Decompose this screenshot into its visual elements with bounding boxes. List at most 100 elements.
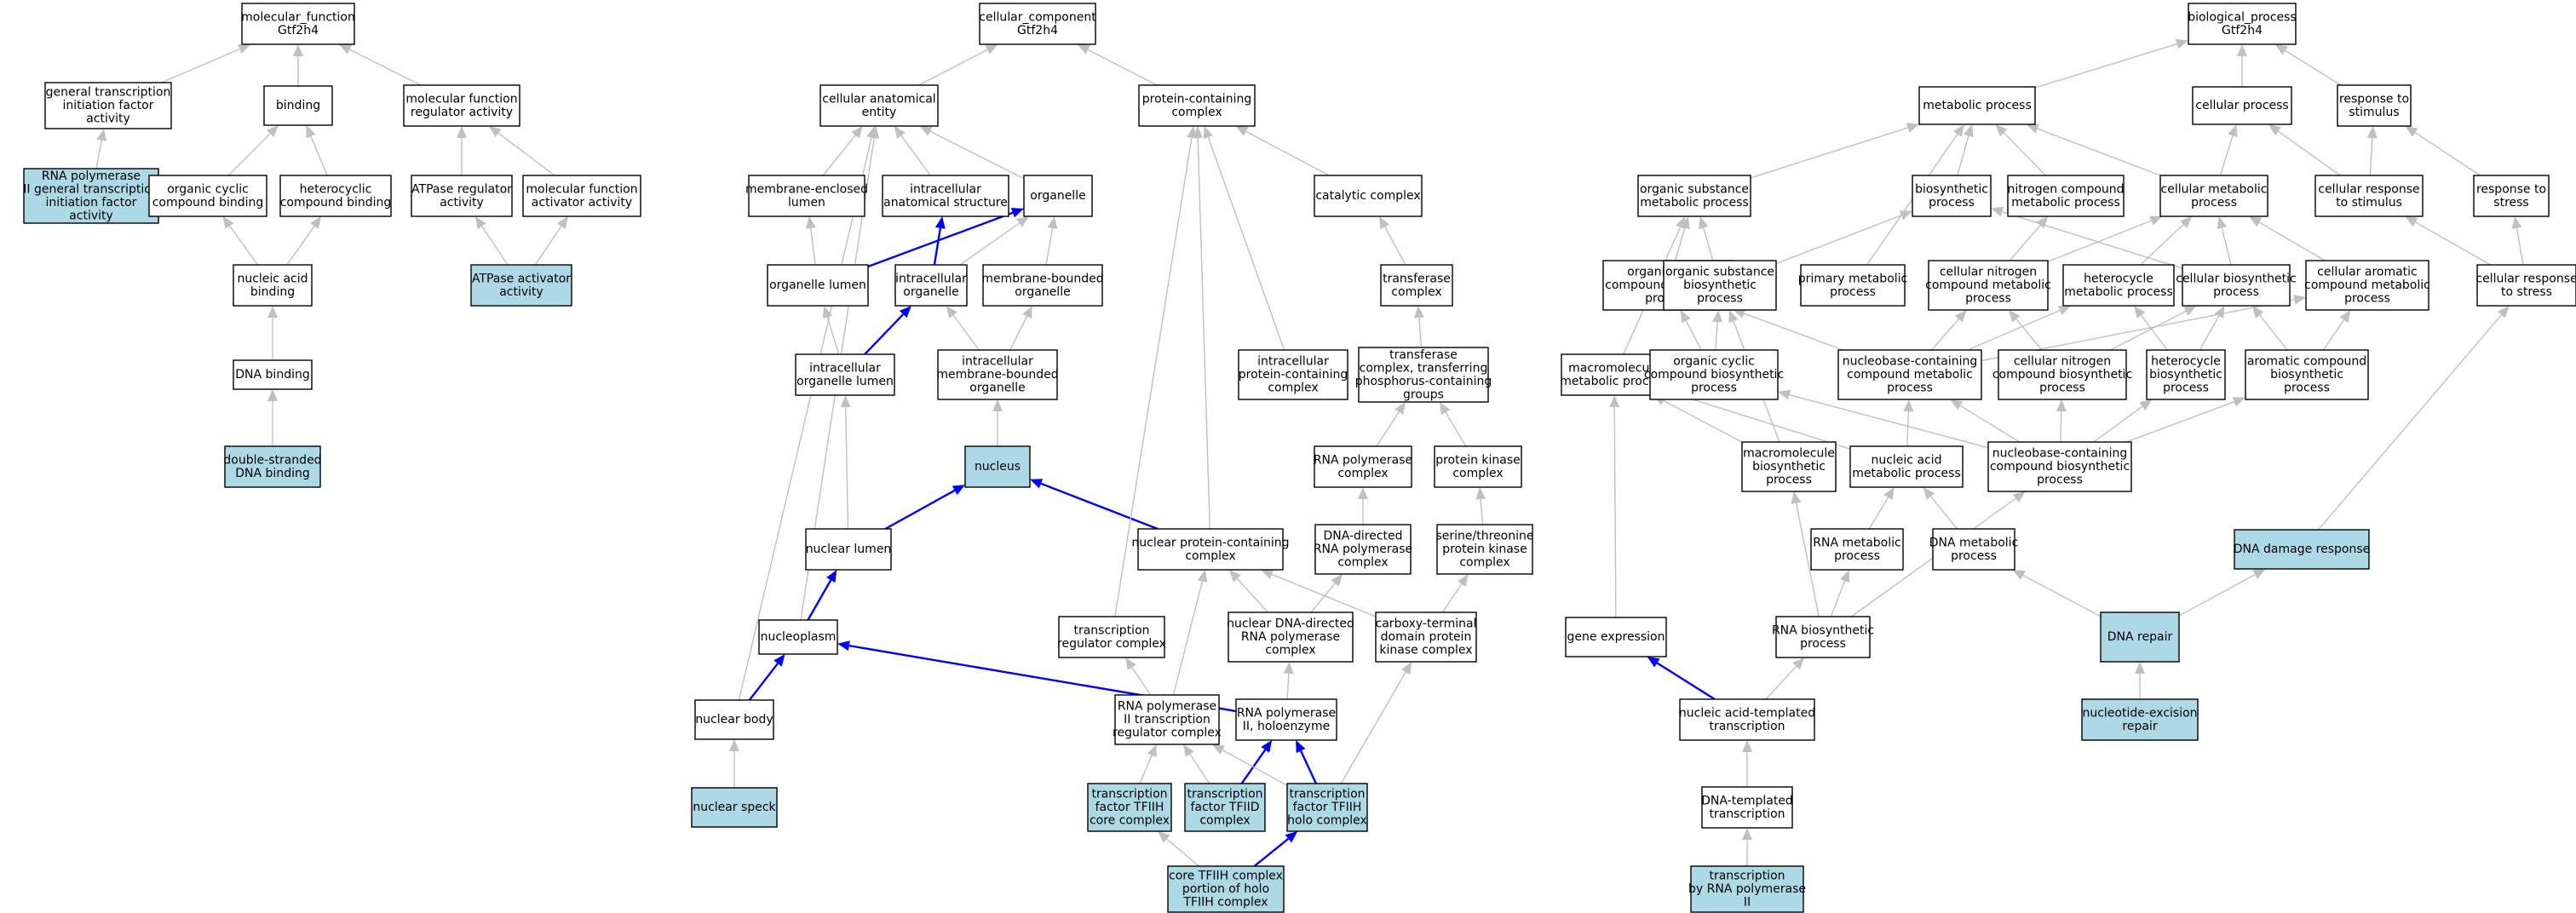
node-cc-npl[interactable]: nucleoplasm (758, 619, 838, 655)
node-bp-dnarep[interactable]: DNA repair (2100, 612, 2180, 663)
edge-line (1929, 496, 1958, 530)
node-cc-nbody[interactable]: nuclear body (694, 699, 774, 740)
node-label-line: Gtf2h4 (1017, 24, 1058, 37)
node-bp-gexp[interactable]: gene expression (1565, 617, 1667, 657)
node-bp-meta[interactable]: metabolic process (1918, 86, 2036, 125)
node-cc-nucleus[interactable]: nucleus (964, 445, 1031, 488)
edge-arrowhead (2183, 306, 2197, 316)
node-mf-dnab[interactable]: DNA binding (233, 359, 313, 390)
edge-cc_iorg-to-cc_org (959, 216, 1029, 266)
edge-line (1286, 673, 1290, 700)
node-cc-org[interactable]: organelle (1023, 175, 1093, 217)
node-bp-cell[interactable]: cellular process (2192, 86, 2292, 125)
node-box (470, 264, 572, 307)
edge-line (481, 226, 509, 266)
node-cc-nspeck[interactable]: nuclear speck (691, 787, 778, 828)
node-cc-orgl[interactable]: organelle lumen (767, 264, 869, 307)
node-cc-catc[interactable]: catalytic complex (1314, 175, 1423, 217)
node-label-line: transcription (1289, 788, 1365, 801)
node-cc-nlum[interactable]: nuclear lumen (805, 528, 892, 571)
node-label-line: organelle (1030, 189, 1085, 203)
node-mf-binding[interactable]: binding (263, 85, 333, 126)
edge-bp_acb-to-bp_cacm (2323, 310, 2351, 351)
edge-line (1114, 137, 1193, 617)
edge-line (867, 211, 1014, 268)
edge-line (1271, 573, 1377, 617)
edge-line (2009, 225, 2041, 261)
edge-cc_ddrp-to-cc_rnapc (1358, 487, 1368, 525)
edge-cc_imbo-to-cc_mbo (1009, 306, 1032, 351)
node-bp-ddr[interactable]: DNA damage response (2234, 529, 2371, 570)
edge-cc_mbo-to-cc_org (1045, 216, 1058, 266)
node-box (1928, 260, 2049, 311)
